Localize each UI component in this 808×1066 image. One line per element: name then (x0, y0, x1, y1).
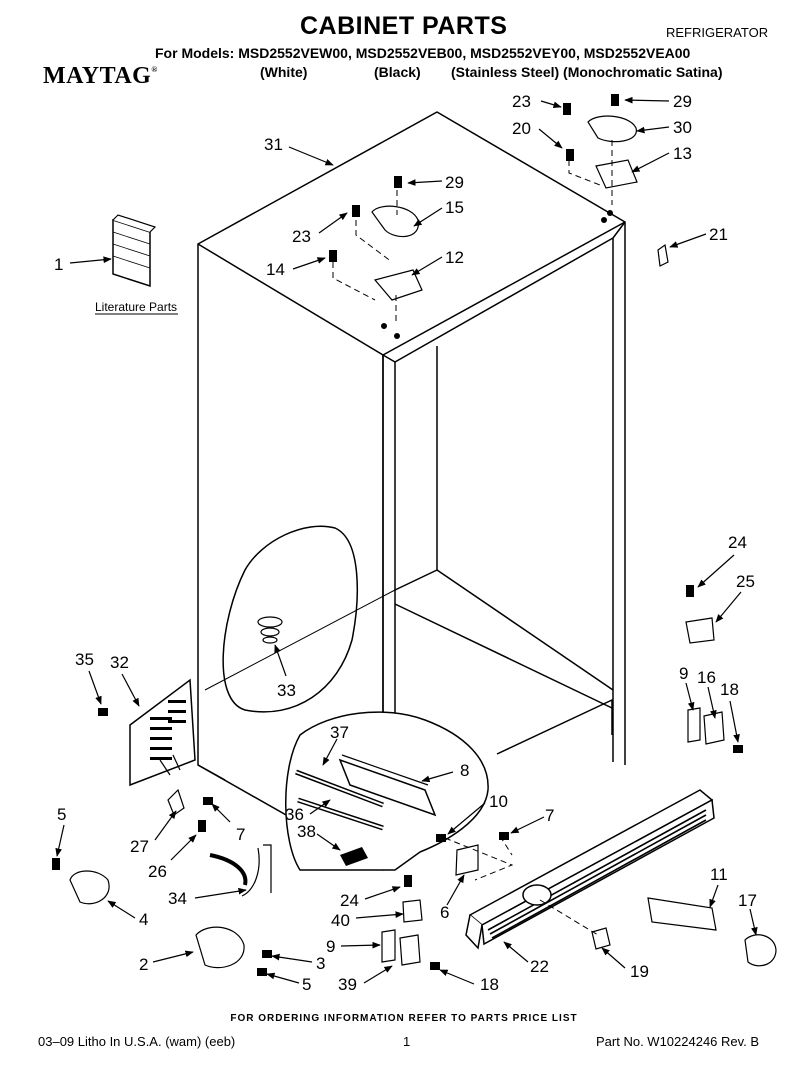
callout-40: 40 (331, 911, 350, 930)
callout-8: 8 (460, 761, 469, 780)
screws (52, 94, 743, 976)
callout-15: 15 (445, 198, 464, 217)
callout-7: 7 (236, 825, 245, 844)
category-label: REFRIGERATOR (666, 25, 769, 40)
callout-32: 32 (110, 653, 129, 672)
cutaway-left (204, 525, 396, 713)
callout-6: 6 (440, 903, 449, 922)
callout-16: 16 (697, 668, 716, 687)
callout-35: 35 (75, 650, 94, 669)
models-line: For Models: MSD2552VEW00, MSD2552VEB00, … (155, 45, 691, 61)
callout-29: 29 (445, 173, 464, 192)
callout-4: 4 (139, 910, 148, 929)
callout-34: 34 (168, 889, 187, 908)
callout-19: 19 (630, 962, 649, 981)
rear-grille (129, 678, 196, 787)
callout-17: 17 (738, 891, 757, 910)
callout-39: 39 (338, 975, 357, 994)
callout-31: 31 (264, 135, 283, 154)
callout-18: 18 (720, 680, 739, 699)
callout-22: 22 (530, 957, 549, 976)
variant-white: (White) (260, 64, 308, 80)
callout-9: 9 (326, 937, 335, 956)
page-number: 1 (403, 1034, 411, 1049)
callout-23: 23 (292, 227, 311, 246)
variant-stainless-satina: (Stainless Steel) (Monochromatic Satina) (451, 64, 723, 80)
callout-26: 26 (148, 862, 167, 881)
callout-36: 36 (285, 805, 304, 824)
callout-labels: 31 23 29 20 30 13 29 15 23 12 14 21 1 24… (54, 92, 757, 994)
callout-33: 33 (277, 681, 296, 700)
literature-parts-label: Literature Parts (95, 300, 177, 314)
callout-23: 23 (512, 92, 531, 111)
leader-lines (55, 96, 758, 985)
front-grille (465, 789, 715, 950)
small-parts (69, 115, 777, 969)
callout-38: 38 (297, 822, 316, 841)
callout-12: 12 (445, 248, 464, 267)
brand-logo: MAYTAG® (43, 63, 158, 89)
callout-5: 5 (57, 805, 66, 824)
callout-5: 5 (302, 975, 311, 994)
callout-10: 10 (489, 792, 508, 811)
callout-37: 37 (330, 723, 349, 742)
callout-9: 9 (679, 664, 688, 683)
part-number: Part No. W10224246 Rev. B (596, 1034, 760, 1049)
litho-info: 03–09 Litho In U.S.A. (wam) (eeb) (38, 1034, 236, 1049)
callout-13: 13 (673, 144, 692, 163)
callout-20: 20 (512, 119, 531, 138)
callout-18: 18 (480, 975, 499, 994)
callout-24: 24 (340, 891, 359, 910)
ordering-note: FOR ORDERING INFORMATION REFER TO PARTS … (230, 1013, 578, 1024)
callout-30: 30 (673, 118, 692, 137)
page-title: CABINET PARTS (300, 12, 508, 40)
condenser-fan-assembly (295, 754, 437, 866)
callout-1: 1 (54, 255, 63, 274)
callout-11: 11 (710, 865, 728, 884)
dash-lines (332, 140, 613, 936)
callout-2: 2 (139, 955, 148, 974)
literature-part (112, 214, 157, 288)
variant-black: (Black) (374, 64, 421, 80)
callout-21: 21 (709, 225, 728, 244)
callout-24: 24 (728, 533, 747, 552)
callout-3: 3 (316, 954, 325, 973)
callout-7: 7 (545, 806, 554, 825)
callout-27: 27 (130, 837, 149, 856)
callout-14: 14 (266, 260, 285, 279)
callout-29: 29 (673, 92, 692, 111)
callout-25: 25 (736, 572, 755, 591)
